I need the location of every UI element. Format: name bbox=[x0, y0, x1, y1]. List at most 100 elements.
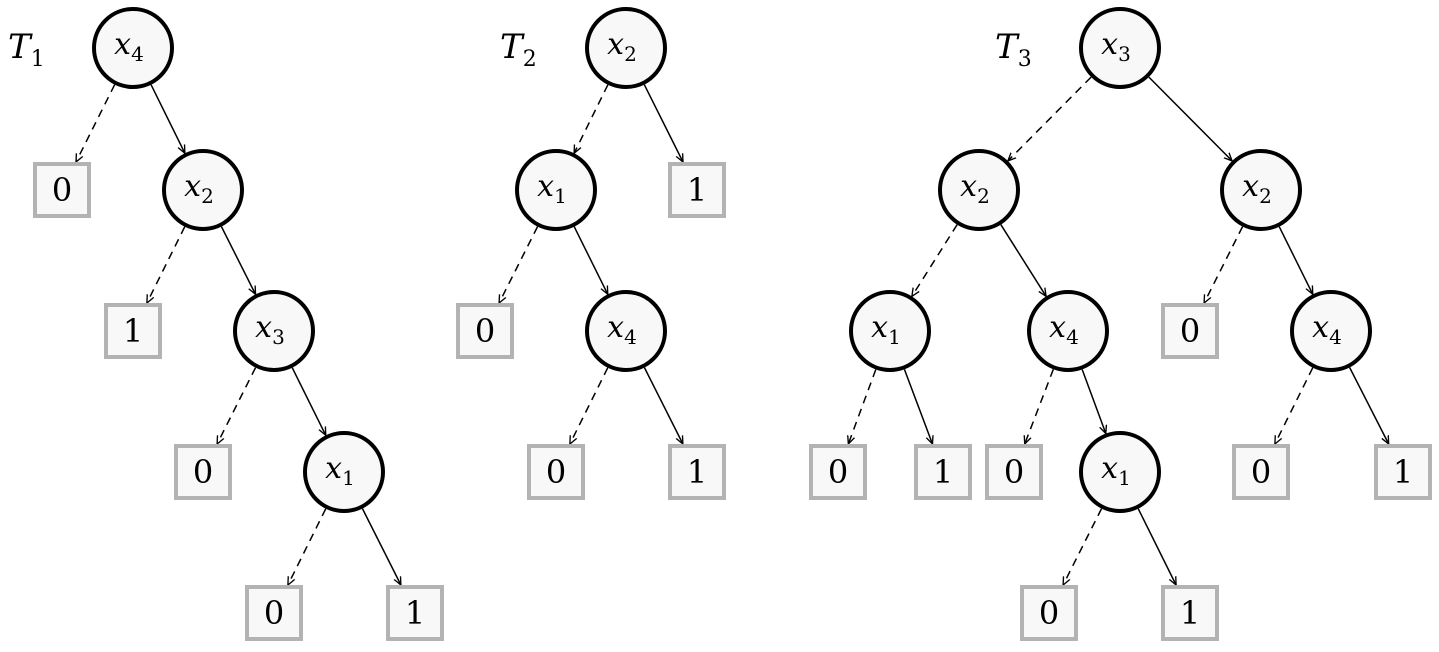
variable-index: 2 bbox=[201, 184, 214, 208]
terminal-value: 0 bbox=[52, 171, 72, 209]
terminal-box bbox=[1374, 444, 1432, 500]
terminal-node-1: 1 bbox=[1374, 444, 1432, 500]
tree-label-subscript: 3 bbox=[1018, 47, 1032, 72]
terminal-box bbox=[809, 444, 867, 500]
high-edge-e-g bbox=[291, 367, 326, 436]
high-edge-c-g bbox=[1278, 226, 1313, 295]
high-edge-c-e bbox=[220, 226, 255, 295]
terminal-value: 1 bbox=[405, 594, 425, 632]
terminal-node-0: 0 bbox=[1161, 303, 1219, 359]
decision-node-circle bbox=[585, 7, 667, 89]
decision-node-x3: x3 bbox=[233, 290, 315, 372]
terminal-node-0: 0 bbox=[456, 303, 514, 359]
terminal-box bbox=[386, 585, 444, 641]
low-edge-b-d bbox=[499, 226, 539, 303]
variable-name: x bbox=[114, 27, 131, 62]
edges bbox=[499, 84, 683, 444]
high-edge-b-e bbox=[1000, 224, 1046, 297]
decision-variable: x1 bbox=[871, 310, 901, 349]
low-edge-b-d bbox=[912, 224, 958, 297]
terminal-box bbox=[668, 444, 726, 500]
terminal-node-1: 1 bbox=[386, 585, 444, 641]
decision-variable: x1 bbox=[537, 169, 567, 208]
terminal-value: 1 bbox=[123, 312, 143, 350]
terminal-value: 1 bbox=[1393, 453, 1413, 491]
high-edge-g-i bbox=[361, 508, 400, 585]
variable-index: 4 bbox=[1329, 325, 1342, 349]
terminal-node-0: 0 bbox=[809, 444, 867, 500]
decision-node-circle bbox=[233, 290, 315, 372]
terminal-box bbox=[1020, 585, 1078, 641]
edges bbox=[76, 84, 401, 585]
low-edge-k-n bbox=[1063, 508, 1103, 585]
decision-variable: x2 bbox=[1242, 169, 1272, 208]
variable-index: 2 bbox=[1259, 184, 1272, 208]
terminal-node-1: 1 bbox=[104, 303, 162, 359]
low-edge-g-l bbox=[1275, 367, 1314, 444]
high-edge-e-g bbox=[643, 367, 682, 444]
terminal-value: 0 bbox=[828, 453, 848, 491]
terminal-node-0: 0 bbox=[1020, 585, 1078, 641]
terminal-node-0: 0 bbox=[1232, 444, 1290, 500]
terminal-node-0: 0 bbox=[985, 444, 1043, 500]
terminal-box bbox=[104, 303, 162, 359]
decision-node-x2: x2 bbox=[1220, 149, 1302, 231]
tree-label-main: T bbox=[995, 27, 1020, 67]
decision-node-circle bbox=[1079, 7, 1161, 89]
low-edge-c-d bbox=[147, 226, 186, 303]
decision-variable: x1 bbox=[1101, 451, 1131, 490]
decision-variable: x3 bbox=[255, 310, 285, 349]
terminal-box bbox=[1232, 444, 1290, 500]
decision-node-x4: x4 bbox=[92, 7, 174, 89]
terminal-box bbox=[456, 303, 514, 359]
tree-label-subscript: 2 bbox=[523, 47, 537, 72]
low-edge-e-f bbox=[570, 367, 609, 444]
variable-index: 2 bbox=[624, 42, 637, 66]
low-edge-a-b bbox=[574, 84, 609, 153]
low-edge-d-h bbox=[848, 369, 877, 444]
terminal-value: 1 bbox=[1180, 594, 1200, 632]
decision-variable: x2 bbox=[607, 27, 637, 66]
variable-index: 4 bbox=[1066, 325, 1079, 349]
decision-node-x1: x1 bbox=[303, 431, 385, 513]
variable-name: x bbox=[871, 310, 888, 345]
variable-name: x bbox=[1101, 451, 1118, 486]
low-edge-a-b bbox=[76, 84, 116, 162]
decision-node-x2: x2 bbox=[162, 149, 244, 231]
decision-node-circle bbox=[162, 149, 244, 231]
high-edge-a-c bbox=[643, 84, 683, 162]
decision-variable: x4 bbox=[114, 27, 144, 66]
decision-node-circle bbox=[515, 149, 597, 231]
variable-name: x bbox=[1312, 310, 1329, 345]
terminal-value: 0 bbox=[546, 453, 566, 491]
terminal-value: 1 bbox=[687, 171, 707, 209]
decision-variable: x4 bbox=[607, 310, 637, 349]
decision-node-x2: x2 bbox=[938, 149, 1020, 231]
variable-index: 3 bbox=[272, 325, 285, 349]
high-edge-k-o bbox=[1137, 508, 1176, 585]
variable-index: 2 bbox=[977, 184, 990, 208]
high-edge-g-m bbox=[1348, 367, 1389, 444]
decision-node-circle bbox=[849, 290, 931, 372]
terminal-value: 0 bbox=[193, 453, 213, 491]
tree-label-subscript: 1 bbox=[31, 47, 45, 72]
low-edge-g-h bbox=[288, 508, 327, 585]
terminal-value: 0 bbox=[1180, 312, 1200, 350]
terminal-node-1: 1 bbox=[914, 444, 972, 500]
variable-index: 4 bbox=[624, 325, 637, 349]
tree-label-main: T bbox=[500, 27, 525, 67]
terminal-value: 1 bbox=[687, 453, 707, 491]
variable-name: x bbox=[537, 169, 554, 204]
high-edge-d-i bbox=[903, 369, 932, 444]
high-edge-a-c bbox=[1148, 76, 1232, 161]
terminal-node-1: 1 bbox=[668, 162, 726, 218]
terminal-box bbox=[1161, 303, 1219, 359]
high-edge-a-c bbox=[150, 84, 185, 153]
terminal-node-0: 0 bbox=[527, 444, 585, 500]
